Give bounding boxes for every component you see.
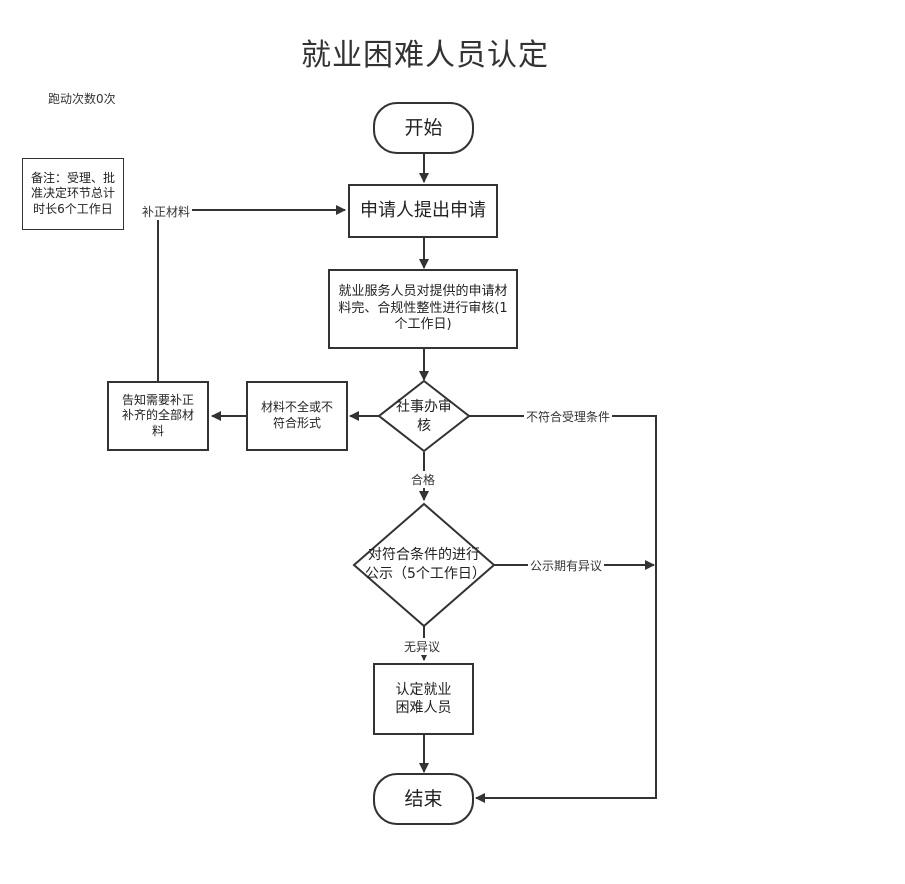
- publicity-decision-label: 对符合条件的进行公示（5个工作日）: [365, 547, 486, 582]
- incomplete-node: 材料不全或不符合形式: [246, 381, 348, 451]
- edge-not-eligible: [469, 415, 657, 803]
- edge-label-no-objection: 无异议: [402, 638, 443, 655]
- notify-node: 告知需要补正补齐的全部材料: [107, 381, 209, 451]
- end-node: 结束: [373, 773, 474, 825]
- edge-supplement: [157, 205, 346, 381]
- community-decision-label: 社事办审核: [396, 399, 452, 434]
- review-node: 就业服务人员对提供的申请材料完、合规性整性进行审核(1个工作日): [328, 269, 518, 349]
- apply-node: 申请人提出申请: [348, 184, 498, 238]
- edge-label-qualified: 合格: [409, 471, 438, 488]
- page-title: 就业困难人员认定: [301, 38, 549, 73]
- note-box: 备注：受理、批准决定环节总计时长6个工作日: [22, 158, 124, 230]
- run-count-label: 跑动次数0次: [48, 92, 116, 106]
- start-node: 开始: [373, 102, 474, 154]
- community-decision-shape: [377, 379, 471, 453]
- edge-label-not-eligible: 不符合受理条件: [524, 408, 613, 425]
- publicity-decision-shape: [352, 502, 496, 628]
- edge-label-supplement: 补正材料: [140, 203, 193, 220]
- edge-label-objection: 公示期有异议: [528, 557, 605, 574]
- confirm-node: 认定就业困难人员: [373, 663, 474, 735]
